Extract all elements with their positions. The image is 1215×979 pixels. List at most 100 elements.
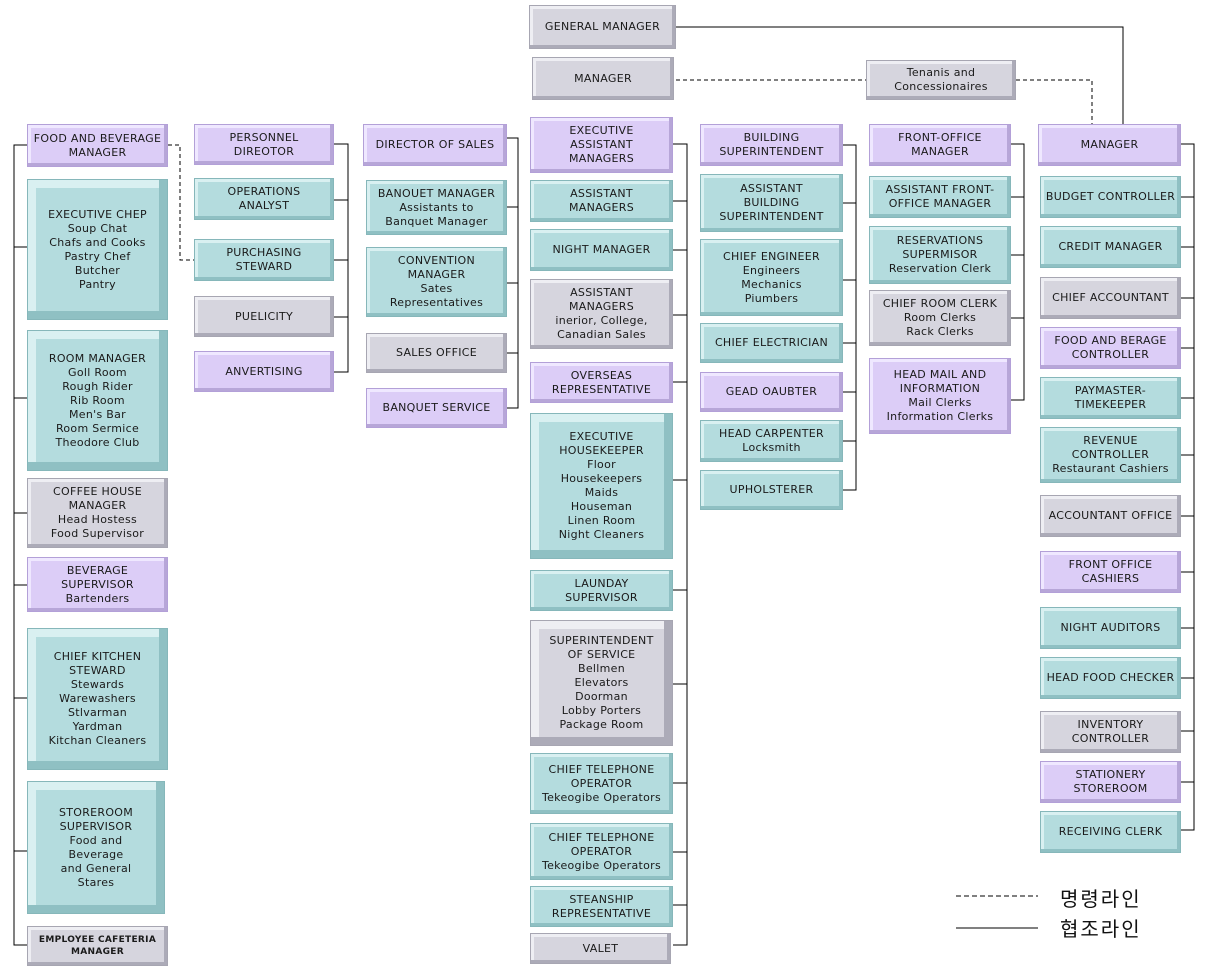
general-manager-label: GENERAL MANAGER xyxy=(544,20,661,33)
manager-top-box: MANAGER xyxy=(532,57,674,100)
publicity-box: PUELICITY xyxy=(194,296,334,337)
dashed-food-purchasing xyxy=(168,144,194,261)
node-label: OPERATIONS ANALYST xyxy=(227,185,301,212)
chief-room-clerk-box: CHIEF ROOM CLERK Room Clerks Rack Clerks xyxy=(869,290,1011,346)
node-label: FOOD AND BEVERAGE MANAGER xyxy=(33,131,162,159)
head-mail-information-box: HEAD MAIL AND INFORMATION Mail Clerks In… xyxy=(869,358,1011,434)
node-label: CHIEF KITCHEN STEWARD Stewards Warewashe… xyxy=(48,650,147,747)
receiving-clerk-box: RECEIVING CLERK xyxy=(1040,811,1181,853)
node-label: OVERSEAS REPRESENTATIVE xyxy=(551,368,652,396)
node-label: UPHOLSTERER xyxy=(729,483,814,496)
node-label: HEAD FOOD CHECKER xyxy=(1046,671,1175,684)
steamship-representative-box: STEANSHIP REPRESENTATIVE xyxy=(530,886,673,927)
head-painter-box: GEAD OAUBTER xyxy=(700,372,843,412)
night-auditors-box: NIGHT AUDITORS xyxy=(1040,607,1181,649)
node-label: BEVERAGE SUPERVISOR Bartenders xyxy=(61,563,134,605)
node-label: EMPLOYEE CAFETERIA MANAGER xyxy=(38,935,157,957)
node-label: VALET xyxy=(582,941,619,955)
banquet-manager-box: BANOUET MANAGER Assistants to Banquet Ma… xyxy=(366,180,507,235)
node-label: NIGHT MANAGER xyxy=(552,243,651,256)
room-manager-box: ROOM MANAGER Goll Room Rough Rider Rib R… xyxy=(27,330,168,471)
node-label: DIRECTOR OF SALES xyxy=(375,138,495,151)
budget-controller-box: BUDGET CONTROLLER xyxy=(1040,176,1181,218)
node-label: EXECUTIVE CHEP Soup Chat Chafs and Cooks… xyxy=(48,207,147,291)
node-label: CHIEF TELEPHONE OPERATOR Tekeogibe Opera… xyxy=(541,830,662,872)
food-beverage-manager-box: FOOD AND BEVERAGE MANAGER xyxy=(27,124,168,167)
general-manager-box: GENERAL MANAGER xyxy=(529,5,676,49)
stationery-storeroom-box: STATIONERY STOREROOM xyxy=(1040,761,1181,803)
node-label: LAUNDAY SUPERVISOR xyxy=(565,576,638,604)
node-label: CHIEF ENGINEER Engineers Mechanics Piumb… xyxy=(723,249,820,305)
inventory-controller-box: INVENTORY CONTROLLER xyxy=(1040,711,1181,753)
node-label: EXECUTIVE HOUSEKEEPER Floor Housekeepers… xyxy=(558,430,645,541)
manager-top-label: MANAGER xyxy=(574,71,632,85)
node-label: COFFEE HOUSE MANAGER Head Hostess Food S… xyxy=(50,485,145,540)
purchasing-steward-box: PURCHASING STEWARD xyxy=(194,239,334,281)
node-label: ASSISTANT FRONT- OFFICE MANAGER xyxy=(885,183,995,210)
node-label: STATIONERY STOREROOM xyxy=(1073,768,1148,795)
node-label: ASSISTANT MANAGERS inerior, College, Can… xyxy=(555,286,648,341)
node-label: PERSONNEL DIREOTOR xyxy=(229,130,299,158)
node-label: BUDGET CONTROLLER xyxy=(1045,190,1176,203)
node-label: RESERVATIONS SUPERMISOR Reservation Cler… xyxy=(888,234,992,275)
node-label: CHIEF ACCOUNTANT xyxy=(1052,291,1169,304)
node-label: FRONT-OFFICE MANAGER xyxy=(898,131,982,158)
node-label: FRONT OFFICE CASHIERS xyxy=(1068,558,1153,585)
node-label: EXECUTIVE ASSISTANT MANAGERS xyxy=(568,124,635,165)
reservations-supervisor-box: RESERVATIONS SUPERMISOR Reservation Cler… xyxy=(869,226,1011,284)
node-label: RECEIVING CLERK xyxy=(1058,825,1163,838)
node-label: INVENTORY CONTROLLER xyxy=(1071,718,1150,745)
assistant-managers-sales-box: ASSISTANT MANAGERS inerior, College, Can… xyxy=(530,279,673,349)
beverage-supervisor-box: BEVERAGE SUPERVISOR Bartenders xyxy=(27,557,168,612)
front-office-manager-box: FRONT-OFFICE MANAGER xyxy=(869,124,1011,166)
valet-box: VALET xyxy=(530,933,671,964)
personnel-director-box: PERSONNEL DIREOTOR xyxy=(194,124,334,165)
chief-electrician-box: CHIEF ELECTRICIAN xyxy=(700,323,843,363)
chief-kitchen-steward-box: CHIEF KITCHEN STEWARD Stewards Warewashe… xyxy=(27,628,168,770)
node-label: FOOD AND BERAGE CONTROLLER xyxy=(1054,334,1167,361)
manager-right-box: MANAGER xyxy=(1038,124,1181,166)
bracket-col5 xyxy=(843,144,857,491)
node-label: SUPERINTENDENT OF SERVICE Bellmen Elevat… xyxy=(549,634,654,731)
node-label: ASSISTANT BUILDING SUPERINTENDENT xyxy=(719,182,824,223)
node-label: HEAD MAIL AND INFORMATION Mail Clerks In… xyxy=(886,368,994,423)
legend-solid-label: 협조라인 xyxy=(1060,917,1142,941)
node-label: STEANSHIP REPRESENTATIVE xyxy=(551,892,652,920)
node-label: ANVERTISING xyxy=(225,364,303,378)
chief-engineer-box: CHIEF ENGINEER Engineers Mechanics Piumb… xyxy=(700,239,843,316)
node-label: PUELICITY xyxy=(234,309,294,323)
food-beverage-controller-box: FOOD AND BERAGE CONTROLLER xyxy=(1040,327,1181,369)
node-label: GEAD OAUBTER xyxy=(725,385,818,398)
laundry-supervisor-box: LAUNDAY SUPERVISOR xyxy=(530,570,673,611)
executive-chef-box: EXECUTIVE CHEP Soup Chat Chafs and Cooks… xyxy=(27,179,168,320)
node-label: ROOM MANAGER Goll Room Rough Rider Rib R… xyxy=(48,351,147,449)
bracket-col7 xyxy=(1181,143,1195,831)
chief-telephone-operator-box: CHIEF TELEPHONE OPERATOR Tekeogibe Opera… xyxy=(530,753,673,814)
bracket-col3 xyxy=(507,137,519,409)
node-label: CHIEF ROOM CLERK Room Clerks Rack Clerks xyxy=(882,297,998,338)
bracket-col6 xyxy=(1011,143,1025,401)
node-label: CHIEF ELECTRICIAN xyxy=(714,336,829,349)
node-label: CREDIT MANAGER xyxy=(1058,240,1163,253)
node-label: HEAD CARPENTER Locksmith xyxy=(719,427,824,454)
dashed-tenants-manager xyxy=(1016,79,1093,124)
node-label: SALES OFFICE xyxy=(395,346,478,359)
chief-telephone-operator-2-box: CHIEF TELEPHONE OPERATOR Tekeogibe Opera… xyxy=(530,823,673,880)
sales-office-box: SALES OFFICE xyxy=(366,333,507,373)
overseas-representative-box: OVERSEAS REPRESENTATIVE xyxy=(530,362,673,403)
node-label: REVENUE CONTROLLER Restaurant Cashiers xyxy=(1052,434,1169,475)
tenants-label: Tenanis and Concessionaires xyxy=(894,66,988,93)
node-label: BANQUET SERVICE xyxy=(382,401,491,414)
node-label: CONVENTION MANAGER Sates Representatives xyxy=(389,254,484,309)
superintendent-of-service-box: SUPERINTENDENT OF SERVICE Bellmen Elevat… xyxy=(530,620,673,746)
assistant-front-office-manager-box: ASSISTANT FRONT- OFFICE MANAGER xyxy=(869,176,1011,218)
node-label: NIGHT AUDITORS xyxy=(1060,621,1161,634)
node-label: CHIEF TELEPHONE OPERATOR Tekeogibe Opera… xyxy=(541,762,662,804)
executive-assistant-managers-box: EXECUTIVE ASSISTANT MANAGERS xyxy=(530,117,673,173)
advertising-box: ANVERTISING xyxy=(194,351,334,392)
banquet-service-box: BANQUET SERVICE xyxy=(366,388,507,428)
chief-accountant-box: CHIEF ACCOUNTANT xyxy=(1040,277,1181,319)
paymaster-timekeeper-box: PAYMASTER- TIMEKEEPER xyxy=(1040,377,1181,419)
